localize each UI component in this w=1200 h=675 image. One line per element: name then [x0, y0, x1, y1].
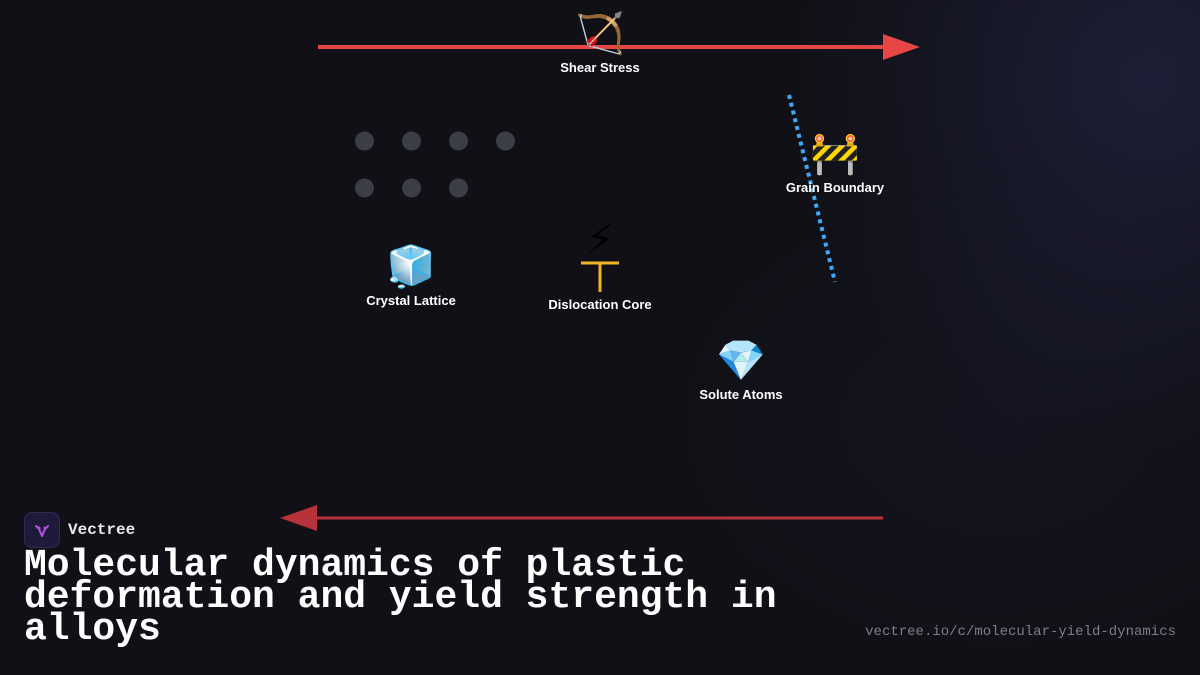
barrier-icon: 🚧	[810, 131, 860, 177]
top-shear-arrowhead	[883, 34, 920, 60]
node-label: Crystal Lattice	[366, 293, 456, 308]
node-label: Solute Atoms	[699, 387, 783, 402]
node-crystal-lattice: 🧊 Crystal Lattice	[366, 243, 456, 308]
lattice-atom	[355, 131, 374, 151]
brand-name: Vectree	[68, 521, 136, 539]
node-solute-atoms: 💎 Solute Atoms	[699, 337, 782, 402]
dislocation-symbol	[581, 261, 619, 292]
lattice-atom	[449, 178, 468, 198]
bow-and-arrow-icon: 🏹	[575, 11, 625, 57]
bottom-arrowhead	[280, 505, 317, 531]
node-label: Grain Boundary	[785, 180, 885, 195]
gem-icon: 💎	[716, 338, 766, 384]
vectree-logo-icon	[24, 512, 60, 548]
ice-cube-icon: 🧊	[386, 244, 436, 290]
lattice-atoms	[355, 131, 515, 198]
lattice-atom	[402, 131, 421, 151]
grain-boundary-line	[787, 94, 837, 283]
node-grain-boundary: 🚧 Grain Boundary	[786, 130, 884, 195]
node-label: Shear Stress	[560, 60, 640, 75]
node-label: Dislocation Core	[548, 297, 652, 312]
page-title: Molecular dynamics of plastic deformatio…	[24, 544, 777, 651]
lattice-atom	[449, 131, 468, 151]
node-shear-stress: 🏹 Shear Stress	[560, 10, 640, 75]
lattice-atom	[496, 131, 515, 151]
lattice-atom	[355, 178, 374, 198]
lattice-atom	[402, 178, 421, 198]
node-dislocation-core: ⚡ Dislocation Core	[548, 216, 651, 312]
source-url[interactable]: vectree.io/c/molecular-yield-dynamics	[865, 624, 1176, 640]
brand: Vectree	[24, 512, 135, 548]
lightning-icon: ⚡	[585, 217, 615, 263]
